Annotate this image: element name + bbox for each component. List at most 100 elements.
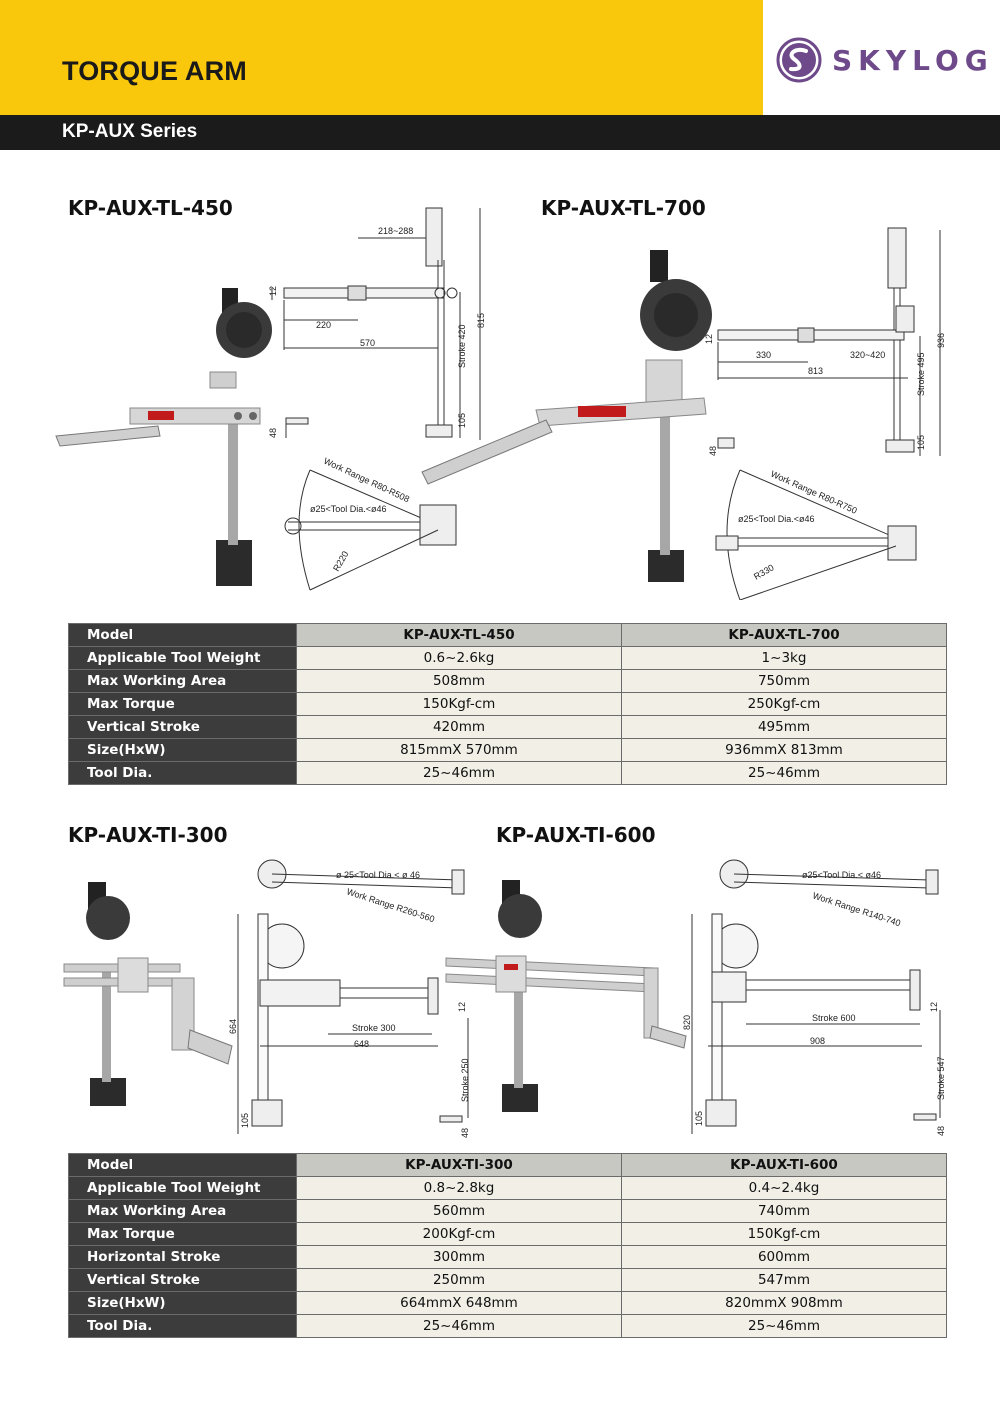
- ti300-dim-664: 664: [228, 1019, 238, 1034]
- row-value: 25~46mm: [296, 1314, 622, 1338]
- tl450-dim-815: 815: [476, 313, 486, 328]
- row-value: 200Kgf-cm: [296, 1222, 622, 1246]
- row-value: 815mmX 570mm: [296, 738, 622, 762]
- tl700-dim-320-420: 320~420: [850, 350, 885, 360]
- series-bar: [0, 115, 1000, 150]
- ti300-dim-12: 12: [457, 1002, 467, 1012]
- ti600-dim-12: 12: [929, 1002, 939, 1012]
- row-label: Max Torque: [68, 692, 297, 716]
- row-label: Vertical Stroke: [68, 715, 297, 739]
- ti600-dim-stroke-600: Stroke 600: [812, 1013, 856, 1023]
- row-label: Max Working Area: [68, 1199, 297, 1223]
- row-value: 740mm: [621, 1199, 947, 1223]
- tl450-work-range: Work Range R80-R508: [322, 456, 411, 505]
- tl700-dim-330: 330: [756, 350, 771, 360]
- tl450-dim-570: 570: [360, 338, 375, 348]
- ti-300-drawing: ø 25<Tool Dia.< ø 46 Work Range R260-560…: [63, 859, 470, 1138]
- tl-450-figure: 218~288 12 220 570 Stroke 420 815 105 48…: [48, 200, 488, 600]
- tl700-dim-936: 936: [936, 333, 946, 348]
- ti-300-product-render: [63, 882, 233, 1106]
- ti300-dim-48: 48: [460, 1128, 470, 1138]
- row-value: 547mm: [621, 1268, 947, 1292]
- row-label: Max Working Area: [68, 669, 297, 693]
- tl450-dim-48: 48: [268, 428, 278, 438]
- row-label: Vertical Stroke: [68, 1268, 297, 1292]
- ti600-dim-820: 820: [682, 1015, 692, 1030]
- tl450-tool-dia: ø25<Tool Dia.<ø46: [310, 504, 387, 514]
- tl700-dim-813: 813: [808, 366, 823, 376]
- table-header-model: KP-AUX-TI-300: [296, 1153, 622, 1177]
- row-label: Size(HxW): [68, 1291, 297, 1315]
- row-value: 560mm: [296, 1199, 622, 1223]
- tl700-dim-48: 48: [708, 446, 718, 456]
- row-value: 495mm: [621, 715, 947, 739]
- row-value: 600mm: [621, 1245, 947, 1269]
- row-value: 250Kgf-cm: [621, 692, 947, 716]
- tl450-dim-stroke: Stroke 420: [457, 324, 467, 368]
- ti300-dim-648: 648: [354, 1039, 369, 1049]
- row-label: Size(HxW): [68, 738, 297, 762]
- row-label: Tool Dia.: [68, 1314, 297, 1338]
- spec-table-tl: Model KP-AUX-TL-450 KP-AUX-TL-700 Applic…: [68, 623, 947, 785]
- ti600-work-range: Work Range R140-740: [811, 890, 901, 928]
- tl700-radius: R330: [752, 562, 776, 581]
- model-title-tl-450: KP-AUX-TL-450: [68, 196, 233, 220]
- row-value: 1~3kg: [621, 646, 947, 670]
- page-title: TORQUE ARM: [62, 56, 248, 86]
- ti-600-product-render: [445, 880, 687, 1112]
- skylog-logo-icon: [776, 37, 822, 83]
- ti600-dim-stroke-547: Stroke 547: [936, 1056, 946, 1100]
- row-value: 25~46mm: [296, 761, 622, 785]
- tl-700-product-render: [421, 250, 712, 582]
- row-value: 664mmX 648mm: [296, 1291, 622, 1315]
- model-title-ti-600: KP-AUX-TI-600: [496, 823, 656, 847]
- ti600-dim-48: 48: [936, 1126, 946, 1136]
- ti-300-figure: ø 25<Tool Dia.< ø 46 Work Range R260-560…: [60, 850, 480, 1140]
- row-value: 250mm: [296, 1268, 622, 1292]
- logo-text: SKYLOG: [832, 43, 994, 77]
- row-value: 25~46mm: [621, 1314, 947, 1338]
- header-banner: [0, 0, 763, 115]
- row-label: Applicable Tool Weight: [68, 1176, 297, 1200]
- tl450-dim-220: 220: [316, 320, 331, 330]
- row-label: Max Torque: [68, 1222, 297, 1246]
- series-title: KP-AUX Series: [62, 121, 198, 142]
- row-label: Horizontal Stroke: [68, 1245, 297, 1269]
- table-header-model: KP-AUX-TL-700: [621, 623, 947, 647]
- row-value: 420mm: [296, 715, 622, 739]
- row-value: 25~46mm: [621, 761, 947, 785]
- model-title-tl-700: KP-AUX-TL-700: [541, 196, 706, 220]
- ti-600-figure: ø25<Tool Dia.< ø46 Work Range R140-740 8…: [440, 850, 960, 1140]
- ti600-tool-dia: ø25<Tool Dia.< ø46: [802, 870, 881, 880]
- spec-table-ti: Model KP-AUX-TI-300 KP-AUX-TI-600 Applic…: [68, 1153, 947, 1338]
- tl700-dim-12: 12: [704, 334, 714, 344]
- row-value: 750mm: [621, 669, 947, 693]
- row-label: Tool Dia.: [68, 761, 297, 785]
- brand-logo: SKYLOG: [776, 37, 994, 83]
- table-header-label: Model: [68, 623, 297, 647]
- tl700-tool-dia: ø25<Tool Dia.<ø46: [738, 514, 815, 524]
- tl-450-product-render: [55, 288, 272, 586]
- table-header-model: KP-AUX-TI-600: [621, 1153, 947, 1177]
- ti300-dim-105: 105: [240, 1113, 250, 1128]
- tl-700-figure: 12 330 320~420 813 936 Stroke 495 105 48…: [418, 220, 958, 600]
- tl450-radius: R220: [331, 549, 350, 573]
- ti-600-drawing: ø25<Tool Dia.< ø46 Work Range R140-740 8…: [445, 859, 946, 1136]
- table-row: Model KP-AUX-TI-300 KP-AUX-TI-600: [68, 1153, 947, 1177]
- row-value: 300mm: [296, 1245, 622, 1269]
- tl450-dim-218-288: 218~288: [378, 226, 413, 236]
- row-value: 936mmX 813mm: [621, 738, 947, 762]
- row-value: 0.8~2.8kg: [296, 1176, 622, 1200]
- row-value: 820mmX 908mm: [621, 1291, 947, 1315]
- row-value: 150Kgf-cm: [296, 692, 622, 716]
- tl450-dim-105: 105: [457, 413, 467, 428]
